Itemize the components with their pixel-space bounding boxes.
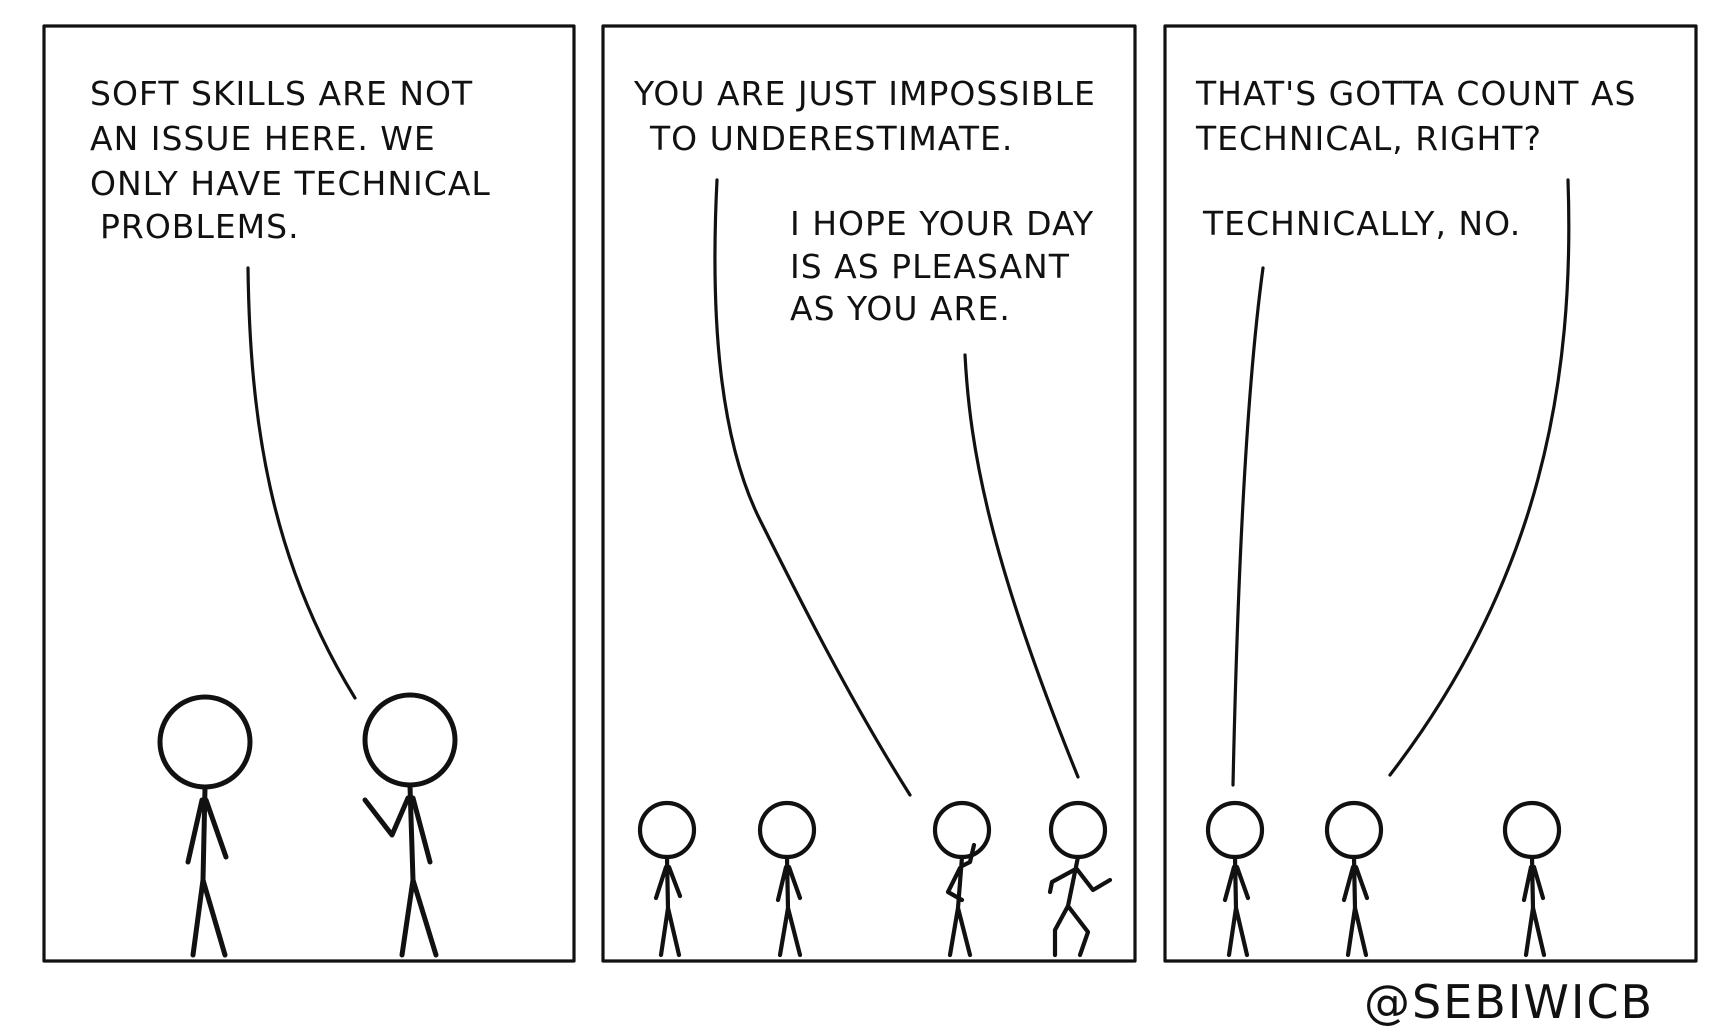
stick-figure xyxy=(1324,800,1384,958)
panel-3-frame xyxy=(1163,24,1698,963)
panel-1-frame xyxy=(42,24,576,963)
stick-figure xyxy=(932,800,992,958)
panel-2-speech-line: I HOPE YOUR DAY xyxy=(790,204,1094,243)
stick-figure xyxy=(1502,800,1562,958)
stick-figure xyxy=(1047,800,1113,958)
panel-2-speech-line: YOU ARE JUST IMPOSSIBLE xyxy=(633,74,1096,113)
panel-2-speech-line: IS AS PLEASANT xyxy=(790,247,1070,286)
panel-3-speech-line: THAT'S GOTTA COUNT AS xyxy=(1195,74,1636,113)
speech-tail xyxy=(713,178,912,797)
panel-2-speech-line: TO UNDERESTIMATE. xyxy=(649,119,1013,158)
panel-3-speech-line: TECHNICALLY, NO. xyxy=(1202,204,1521,243)
panel-2-speech-line: AS YOU ARE. xyxy=(790,289,1011,328)
panel-1-speech-line: AN ISSUE HERE. WE xyxy=(90,119,436,158)
panel-1-speech-line: SOFT SKILLS ARE NOT xyxy=(90,74,473,113)
stick-figure xyxy=(637,800,697,958)
author-credit: @SEBIWICB xyxy=(1364,975,1654,1029)
panel-3-speech-line: TECHNICAL, RIGHT? xyxy=(1195,119,1542,158)
speech-tail xyxy=(1388,178,1571,777)
panel-1: SOFT SKILLS ARE NOT AN ISSUE HERE. WE ON… xyxy=(42,24,576,963)
panel-2: YOU ARE JUST IMPOSSIBLE TO UNDERESTIMATE… xyxy=(601,24,1137,963)
stick-figure xyxy=(1205,800,1265,958)
panel-2-frame xyxy=(601,24,1137,963)
panel-3: THAT'S GOTTA COUNT AS TECHNICAL, RIGHT? … xyxy=(1163,24,1698,963)
panel-1-speech-line: PROBLEMS. xyxy=(100,207,300,246)
stick-figure xyxy=(157,694,253,958)
stick-figure xyxy=(757,800,817,958)
panel-1-speech-line: ONLY HAVE TECHNICAL xyxy=(90,164,491,203)
speech-tail xyxy=(246,266,357,700)
stick-figure xyxy=(362,692,458,958)
speech-tail xyxy=(963,353,1080,779)
speech-tail xyxy=(1231,266,1265,787)
